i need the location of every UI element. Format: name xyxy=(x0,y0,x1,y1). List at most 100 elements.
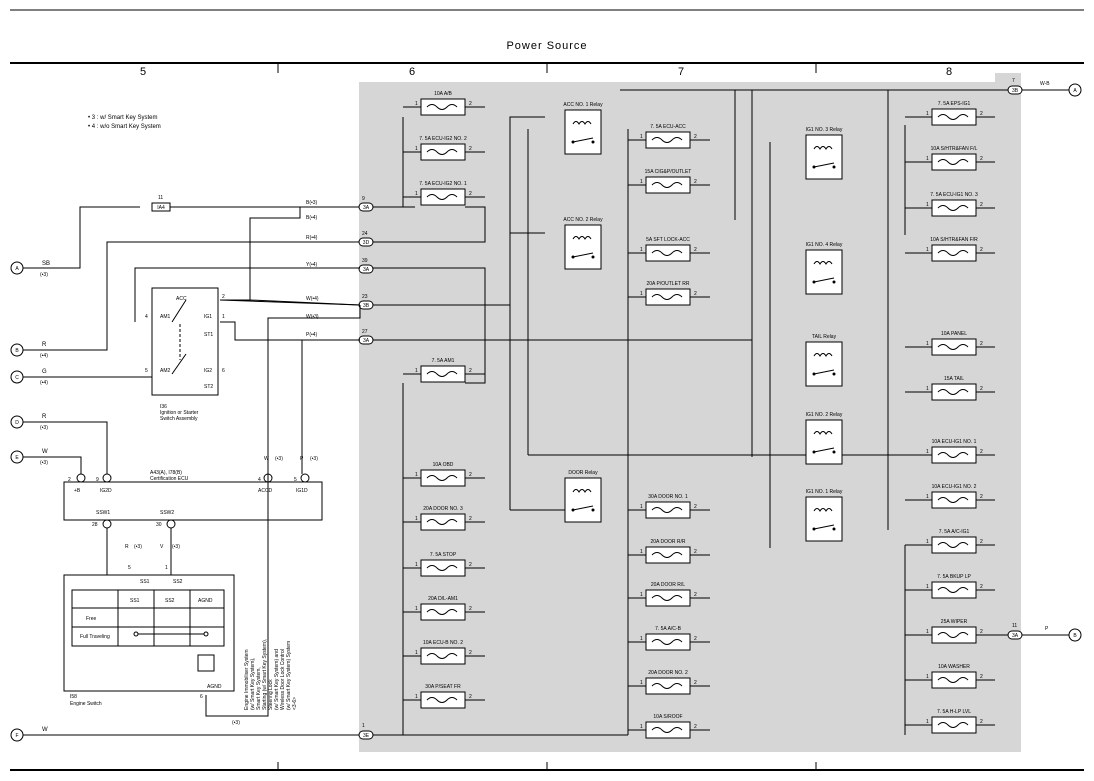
svg-text:1: 1 xyxy=(640,549,643,555)
svg-text:1: 1 xyxy=(926,111,929,117)
svg-text:Certification ECU: Certification ECU xyxy=(150,476,189,482)
svg-text:(•3): (•3) xyxy=(275,456,283,462)
svg-text:25A WIPER: 25A WIPER xyxy=(941,619,968,625)
svg-text:C: C xyxy=(15,375,19,381)
svg-text:(w/ Smart Key System) and: (w/ Smart Key System) and xyxy=(274,649,280,710)
svg-text:3B: 3B xyxy=(363,303,370,309)
svg-text:AGND: AGND xyxy=(207,684,222,690)
svg-text:F: F xyxy=(15,733,18,739)
svg-text:SSW2: SSW2 xyxy=(160,510,174,516)
svg-text:2: 2 xyxy=(694,549,697,555)
svg-text:20A DOOR R/L: 20A DOOR R/L xyxy=(651,582,685,588)
svg-text:I36: I36 xyxy=(160,404,167,410)
svg-text:<3-6>: <3-6> xyxy=(292,697,298,710)
svg-text:(•3): (•3) xyxy=(134,544,142,550)
svg-text:2: 2 xyxy=(469,606,472,612)
svg-text:20A DOOR NO. 2: 20A DOOR NO. 2 xyxy=(648,670,688,676)
side-note-systems: Engine Immobiliser System (w/ Smart Key … xyxy=(244,639,298,710)
svg-text:1: 1 xyxy=(926,719,929,725)
svg-text:1: 1 xyxy=(415,516,418,522)
svg-text:1: 1 xyxy=(640,636,643,642)
svg-text:2: 2 xyxy=(469,516,472,522)
svg-text:10A S/HTR&FAN F/R: 10A S/HTR&FAN F/R xyxy=(930,237,978,243)
svg-text:2: 2 xyxy=(980,719,983,725)
svg-text:3A: 3A xyxy=(1012,633,1019,639)
svg-text:2: 2 xyxy=(980,494,983,500)
svg-text:2: 2 xyxy=(469,191,472,197)
column-5: 5 xyxy=(140,66,146,78)
svg-text:SS2: SS2 xyxy=(165,598,175,604)
svg-text:2: 2 xyxy=(694,179,697,185)
svg-text:3D: 3D xyxy=(363,240,370,246)
svg-text:5: 5 xyxy=(128,565,131,571)
svg-text:Steering Lock: Steering Lock xyxy=(268,679,274,710)
column-8: 8 xyxy=(946,66,952,78)
relay-2: DOOR Relay xyxy=(564,470,602,523)
svg-text:SB: SB xyxy=(42,261,50,267)
svg-text:28: 28 xyxy=(92,522,98,528)
svg-text:1: 1 xyxy=(926,449,929,455)
svg-text:P(•4): P(•4) xyxy=(306,332,318,338)
svg-text:7: 7 xyxy=(1012,78,1015,84)
svg-text:(w/ Smart Key System) System: (w/ Smart Key System) System xyxy=(286,641,292,710)
svg-text:10A WASHER: 10A WASHER xyxy=(938,664,970,670)
svg-text:2: 2 xyxy=(694,134,697,140)
svg-text:2: 2 xyxy=(469,694,472,700)
svg-text:ST2: ST2 xyxy=(204,384,213,390)
svg-text:1: 1 xyxy=(415,650,418,656)
svg-text:2: 2 xyxy=(469,368,472,374)
svg-text:Y(•4): Y(•4) xyxy=(306,262,318,268)
svg-text:IG1 NO. 3 Relay: IG1 NO. 3 Relay xyxy=(806,127,843,133)
svg-text:10A ECU-B NO. 2: 10A ECU-B NO. 2 xyxy=(423,640,463,646)
svg-text:3B: 3B xyxy=(1012,88,1019,94)
svg-text:(•4): (•4) xyxy=(40,380,48,386)
svg-text:10A PANEL: 10A PANEL xyxy=(941,331,967,337)
svg-text:3E: 3E xyxy=(363,733,370,739)
svg-text:A: A xyxy=(1073,88,1077,94)
svg-text:V: V xyxy=(160,544,164,550)
svg-text:2: 2 xyxy=(980,386,983,392)
svg-text:1: 1 xyxy=(415,146,418,152)
certification-ecu: A43(A), I78(B) Certification ECU +B IG2D… xyxy=(63,456,323,576)
svg-text:ACC NO. 1 Relay: ACC NO. 1 Relay xyxy=(563,102,603,108)
svg-text:20A DOOR R/R: 20A DOOR R/R xyxy=(650,539,685,545)
svg-text:10A OBD: 10A OBD xyxy=(433,462,454,468)
svg-text:2: 2 xyxy=(694,636,697,642)
svg-text:7. 5A EPS-IG1: 7. 5A EPS-IG1 xyxy=(938,101,971,107)
svg-text:2: 2 xyxy=(469,101,472,107)
svg-text:6: 6 xyxy=(222,368,225,374)
svg-text:1: 1 xyxy=(165,565,168,571)
svg-text:R: R xyxy=(42,342,47,348)
svg-text:1: 1 xyxy=(640,504,643,510)
svg-text:2: 2 xyxy=(980,341,983,347)
svg-text:10A S/ROOF: 10A S/ROOF xyxy=(653,714,682,720)
relay-6: IG1 NO. 2 Relay xyxy=(805,412,843,465)
svg-text:1: 1 xyxy=(415,562,418,568)
svg-text:2: 2 xyxy=(469,472,472,478)
svg-text:10A S/HTR&FAN F/L: 10A S/HTR&FAN F/L xyxy=(931,146,978,152)
svg-text:24: 24 xyxy=(362,231,368,237)
svg-text:IG1 NO. 4 Relay: IG1 NO. 4 Relay xyxy=(806,242,843,248)
svg-text:E: E xyxy=(15,455,19,461)
svg-text:9: 9 xyxy=(362,196,365,202)
svg-text:7. 5A A/C-B: 7. 5A A/C-B xyxy=(655,626,682,632)
svg-text:P: P xyxy=(1045,626,1049,632)
svg-text:I58: I58 xyxy=(70,694,77,700)
svg-text:1: 1 xyxy=(415,606,418,612)
svg-text:AGND: AGND xyxy=(198,598,213,604)
svg-text:(•3): (•3) xyxy=(40,272,48,278)
svg-text:(•3): (•3) xyxy=(310,456,318,462)
